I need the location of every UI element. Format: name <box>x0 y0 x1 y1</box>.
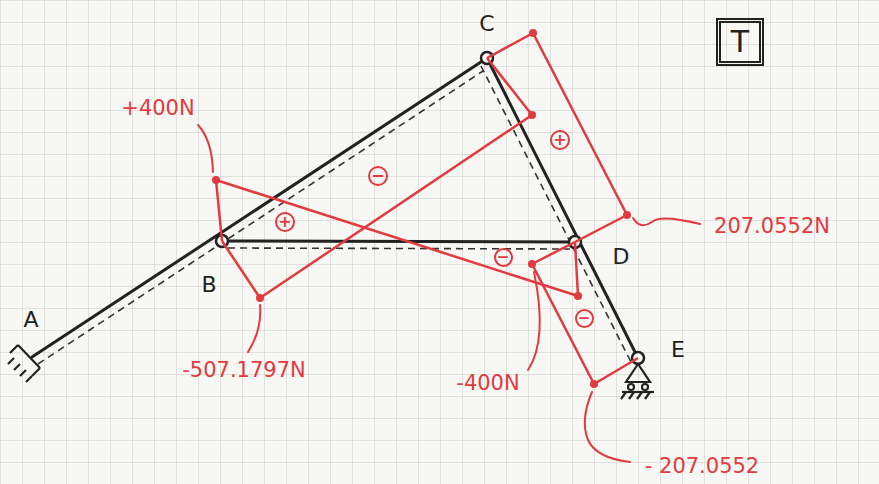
truss-member <box>487 58 638 358</box>
title-letter: T <box>731 27 749 57</box>
force-value: -507.1797N <box>182 360 306 381</box>
force-diagram <box>216 180 578 296</box>
sign-circle: − <box>368 166 388 186</box>
support-hatching <box>8 358 32 382</box>
roller-wheel <box>642 384 648 390</box>
value-dot <box>256 294 264 302</box>
sign-symbol: − <box>497 250 510 265</box>
dashed-fibre <box>38 71 483 364</box>
sign-circle: − <box>575 309 594 328</box>
force-value: +400N <box>121 98 194 119</box>
force-diagram <box>222 58 532 298</box>
dashed-fibre <box>481 66 631 362</box>
value-dot <box>528 111 536 119</box>
leader-line <box>585 392 630 462</box>
joint-label: C <box>479 13 494 35</box>
sign-symbol: − <box>578 311 591 326</box>
joint-label: E <box>671 339 685 361</box>
roller-support <box>626 364 650 382</box>
value-dot <box>623 211 631 219</box>
force-diagram <box>532 242 638 384</box>
value-dot <box>574 292 582 300</box>
value-dot <box>529 29 537 37</box>
leader-line <box>528 272 540 370</box>
sign-circle: + <box>275 212 295 232</box>
dashed-fibre <box>228 248 570 249</box>
support-hatching <box>621 392 650 399</box>
value-dot <box>212 176 220 184</box>
sign-symbol: + <box>278 214 291 230</box>
force-diagram <box>487 33 627 242</box>
sign-circle: − <box>494 248 513 267</box>
value-dot <box>528 260 536 268</box>
roller-wheel <box>628 384 634 390</box>
joint-label: D <box>613 246 630 268</box>
truss-member <box>32 58 487 357</box>
force-value: 207.0552N <box>714 216 830 237</box>
force-value: -400N <box>456 373 519 394</box>
leader-line <box>633 218 700 225</box>
leader-line <box>198 125 213 172</box>
leader-line <box>248 305 260 352</box>
value-dot <box>590 380 598 388</box>
force-value: - 207.0552 <box>645 456 759 477</box>
title-box: T <box>716 18 764 66</box>
joint-label: A <box>23 309 38 331</box>
truss-member <box>222 241 575 242</box>
joint-label: B <box>201 274 216 296</box>
sign-symbol: + <box>553 132 566 148</box>
sign-symbol: − <box>371 168 384 184</box>
sign-circle: + <box>550 130 570 150</box>
